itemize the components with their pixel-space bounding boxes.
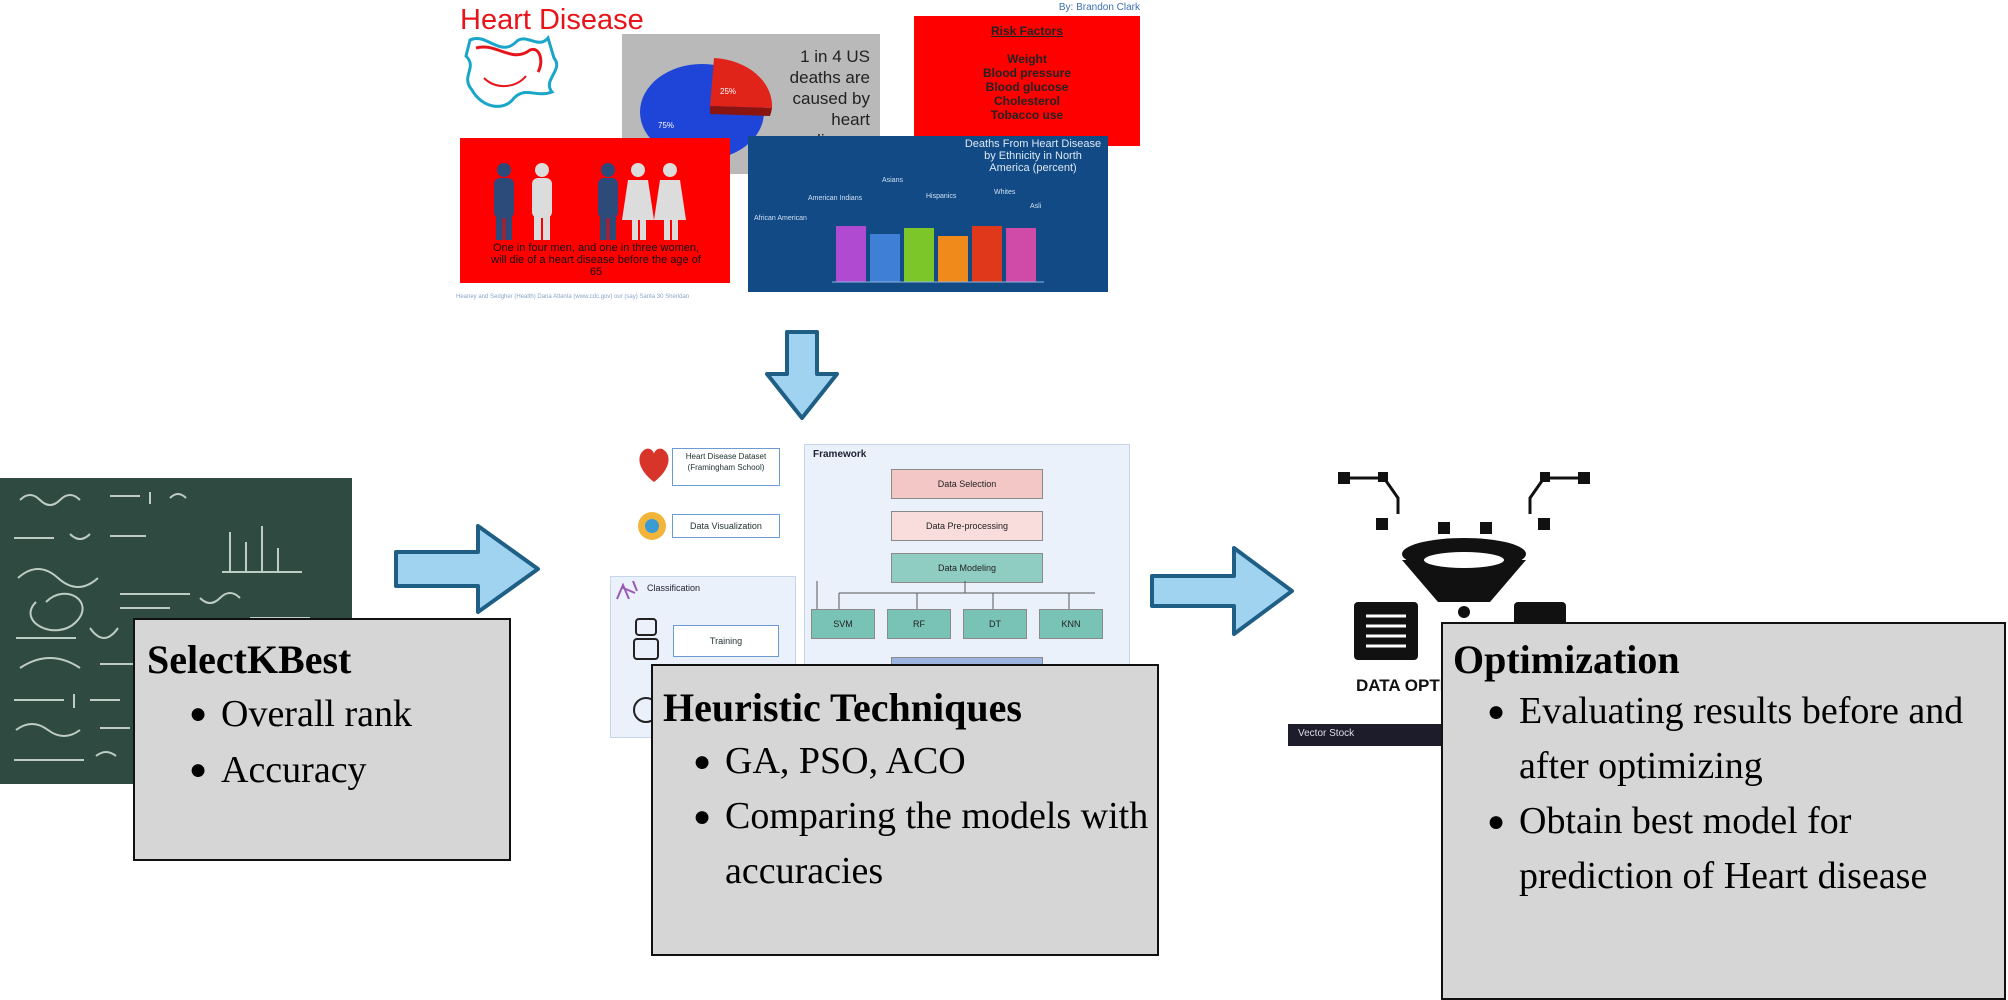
ethnicity-bar xyxy=(904,228,934,282)
heuristic-list: ●GA, PSO, ACO ●Comparing the models with… xyxy=(693,734,1157,899)
framework-connectors xyxy=(816,581,1095,621)
right-arrow-icon xyxy=(394,524,540,614)
list-item: ●Evaluating results before and after opt… xyxy=(1487,684,2004,794)
robot-icon xyxy=(633,618,659,660)
ethnicity-bar xyxy=(1006,228,1036,282)
ethnicity-bar xyxy=(870,234,900,282)
ethnicity-label: Hispanics xyxy=(926,193,957,200)
framework-model: SVM xyxy=(811,609,875,639)
ethnicity-bar xyxy=(972,226,1002,282)
risk-factor-item: Blood glucose xyxy=(985,80,1069,94)
optimization-box: Optimization ●Evaluating results before … xyxy=(1441,622,2006,1000)
ethnicity-label: Whites xyxy=(994,189,1016,196)
optimization-title: Optimization xyxy=(1453,637,1680,682)
optimization-list: ●Evaluating results before and after opt… xyxy=(1487,684,2004,904)
risk-factor-item: Tobacco use xyxy=(990,108,1064,122)
bullet-icon: ● xyxy=(693,745,712,778)
infographic-caption: Heaney and Sedgher (Health) Dana Atlanta… xyxy=(456,294,690,300)
risk-factor-item: Cholesterol xyxy=(993,94,1060,108)
pie-panel: 25% 75% 1 in 4 US deaths are caused by h… xyxy=(622,34,880,174)
flow-step-visualization: Data Visualization xyxy=(672,514,780,538)
data-optimization-footer: Vector Stock xyxy=(1298,728,1355,739)
down-arrow-icon xyxy=(765,330,839,420)
flow-step-training: Training xyxy=(673,625,779,657)
sparkle-icon xyxy=(616,580,638,600)
bullet-icon: ● xyxy=(1487,695,1506,728)
pie-label-small: 25% xyxy=(720,87,736,96)
risk-factor-item: Weight xyxy=(1007,52,1047,66)
right-arrow-icon xyxy=(1150,546,1294,636)
framework-node: Data Modeling xyxy=(891,553,1043,583)
risk-factors-title: Risk Factors xyxy=(990,24,1064,38)
men-women-statement: One in four men, and one in three women,… xyxy=(491,242,701,278)
ethnicity-bar xyxy=(836,226,866,282)
heuristic-title: Heuristic Techniques xyxy=(663,685,1022,730)
infographic-title: Heart Disease xyxy=(460,4,644,36)
heuristic-techniques-box: Heuristic Techniques ●GA, PSO, ACO ●Comp… xyxy=(651,664,1159,956)
ethnicity-bar xyxy=(938,236,968,282)
ethnicity-panel: Deaths From Heart Disease by Ethnicity i… xyxy=(748,136,1108,292)
heart-disease-infographic: Heart Disease By: Brandon Clark 25% 75% … xyxy=(452,0,1162,305)
list-item: ●GA, PSO, ACO xyxy=(693,734,1157,789)
bullet-icon: ● xyxy=(189,753,208,786)
men-women-panel: One in four men, and one in three women,… xyxy=(460,138,730,283)
risk-factor-item: Blood pressure xyxy=(982,66,1072,80)
risk-factors-list: Weight Blood pressure Blood glucose Chol… xyxy=(914,52,1140,122)
bullet-icon: ● xyxy=(693,800,712,833)
framework-node: Data Pre-processing xyxy=(891,511,1043,541)
framework-model: DT xyxy=(963,609,1027,639)
people-silhouettes-icon xyxy=(494,163,686,240)
ethnicity-label: Asli xyxy=(1030,203,1042,210)
framework-node: Data Selection xyxy=(891,469,1043,499)
list-item: ●Accuracy xyxy=(189,742,509,798)
pie-label-large: 75% xyxy=(658,121,674,130)
ethnicity-label: Asians xyxy=(882,177,904,184)
ethnicity-bars: African American American Indians Asians… xyxy=(754,177,1044,283)
risk-factors-panel: Risk Factors Weight Blood pressure Blood… xyxy=(914,16,1140,146)
flow-step-classification: Classification xyxy=(647,583,701,593)
heart-outline-icon xyxy=(464,34,558,108)
bullet-icon: ● xyxy=(1487,805,1506,838)
ethnicity-title: Deaths From Heart Disease by Ethnicity i… xyxy=(964,138,1102,174)
ethnicity-label: African American xyxy=(754,215,807,222)
selectkbest-title: SelectKBest xyxy=(147,637,352,682)
visualization-icon xyxy=(638,512,666,540)
selectkbest-box: SelectKBest ●Overall rank ●Accuracy xyxy=(133,618,511,861)
selectkbest-list: ●Overall rank ●Accuracy xyxy=(189,686,509,798)
framework-title: Framework xyxy=(813,449,867,460)
flow-step-dataset: Heart Disease Dataset (Framingham School… xyxy=(672,448,780,486)
pie-chart: 25% 75% xyxy=(640,58,773,160)
framework-model: KNN xyxy=(1039,609,1103,639)
list-item: ●Comparing the models with accuracies xyxy=(693,789,1157,899)
list-item: ●Overall rank xyxy=(189,686,509,742)
infographic-byline: By: Brandon Clark xyxy=(1058,2,1140,13)
framework-model: RF xyxy=(887,609,951,639)
pie-statement: 1 in 4 US deaths are caused by heart dis… xyxy=(789,47,870,150)
heart-organ-icon xyxy=(639,448,669,482)
list-item: ●Obtain best model for prediction of Hea… xyxy=(1487,794,2004,904)
bullet-icon: ● xyxy=(189,697,208,730)
ethnicity-label: American Indians xyxy=(808,195,863,202)
